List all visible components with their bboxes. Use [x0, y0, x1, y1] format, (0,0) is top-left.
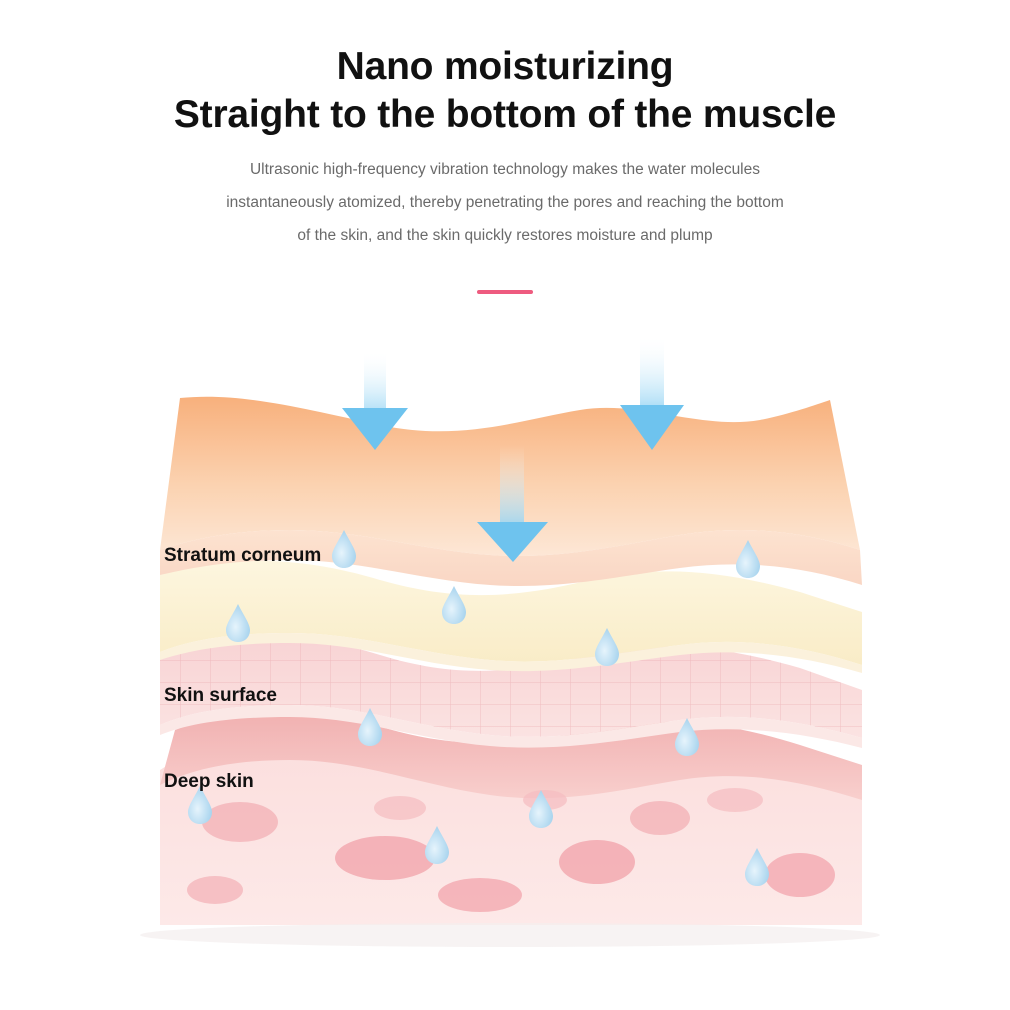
skin-surface-layer: [160, 636, 862, 748]
second-layer: [160, 560, 862, 673]
water-droplets: [188, 530, 769, 886]
arrow-icon: [342, 350, 408, 450]
droplet-icon: [736, 540, 760, 578]
droplet-icon: [529, 790, 553, 828]
droplet-icon: [745, 848, 769, 886]
droplet-icon: [188, 786, 212, 824]
accent-divider: [477, 290, 533, 294]
stratum-corneum-label: Stratum corneum: [164, 545, 322, 566]
description-line-2: instantaneously atomized, thereby penetr…: [226, 194, 784, 211]
deep-skin-label: Deep skin: [164, 771, 254, 792]
arrow-icon: [620, 335, 684, 450]
arrow-icon: [477, 445, 548, 562]
droplet-icon: [226, 604, 250, 642]
title-line-1: Nano moisturizing: [336, 45, 674, 88]
droplet-icon: [442, 586, 466, 624]
droplet-icon: [675, 718, 699, 756]
skin-layers-illustration: [140, 335, 880, 947]
description-line-1: Ultrasonic high-frequency vibration tech…: [249, 161, 761, 178]
skin-surface-label: Skin surface: [164, 685, 277, 706]
droplet-icon: [332, 530, 356, 568]
title-line-2: Straight to the bottom of the muscle: [173, 93, 837, 136]
droplet-icon: [425, 826, 449, 864]
droplet-icon: [358, 708, 382, 746]
description-line-3: of the skin, and the skin quickly restor…: [297, 227, 713, 244]
droplet-icon: [595, 628, 619, 666]
